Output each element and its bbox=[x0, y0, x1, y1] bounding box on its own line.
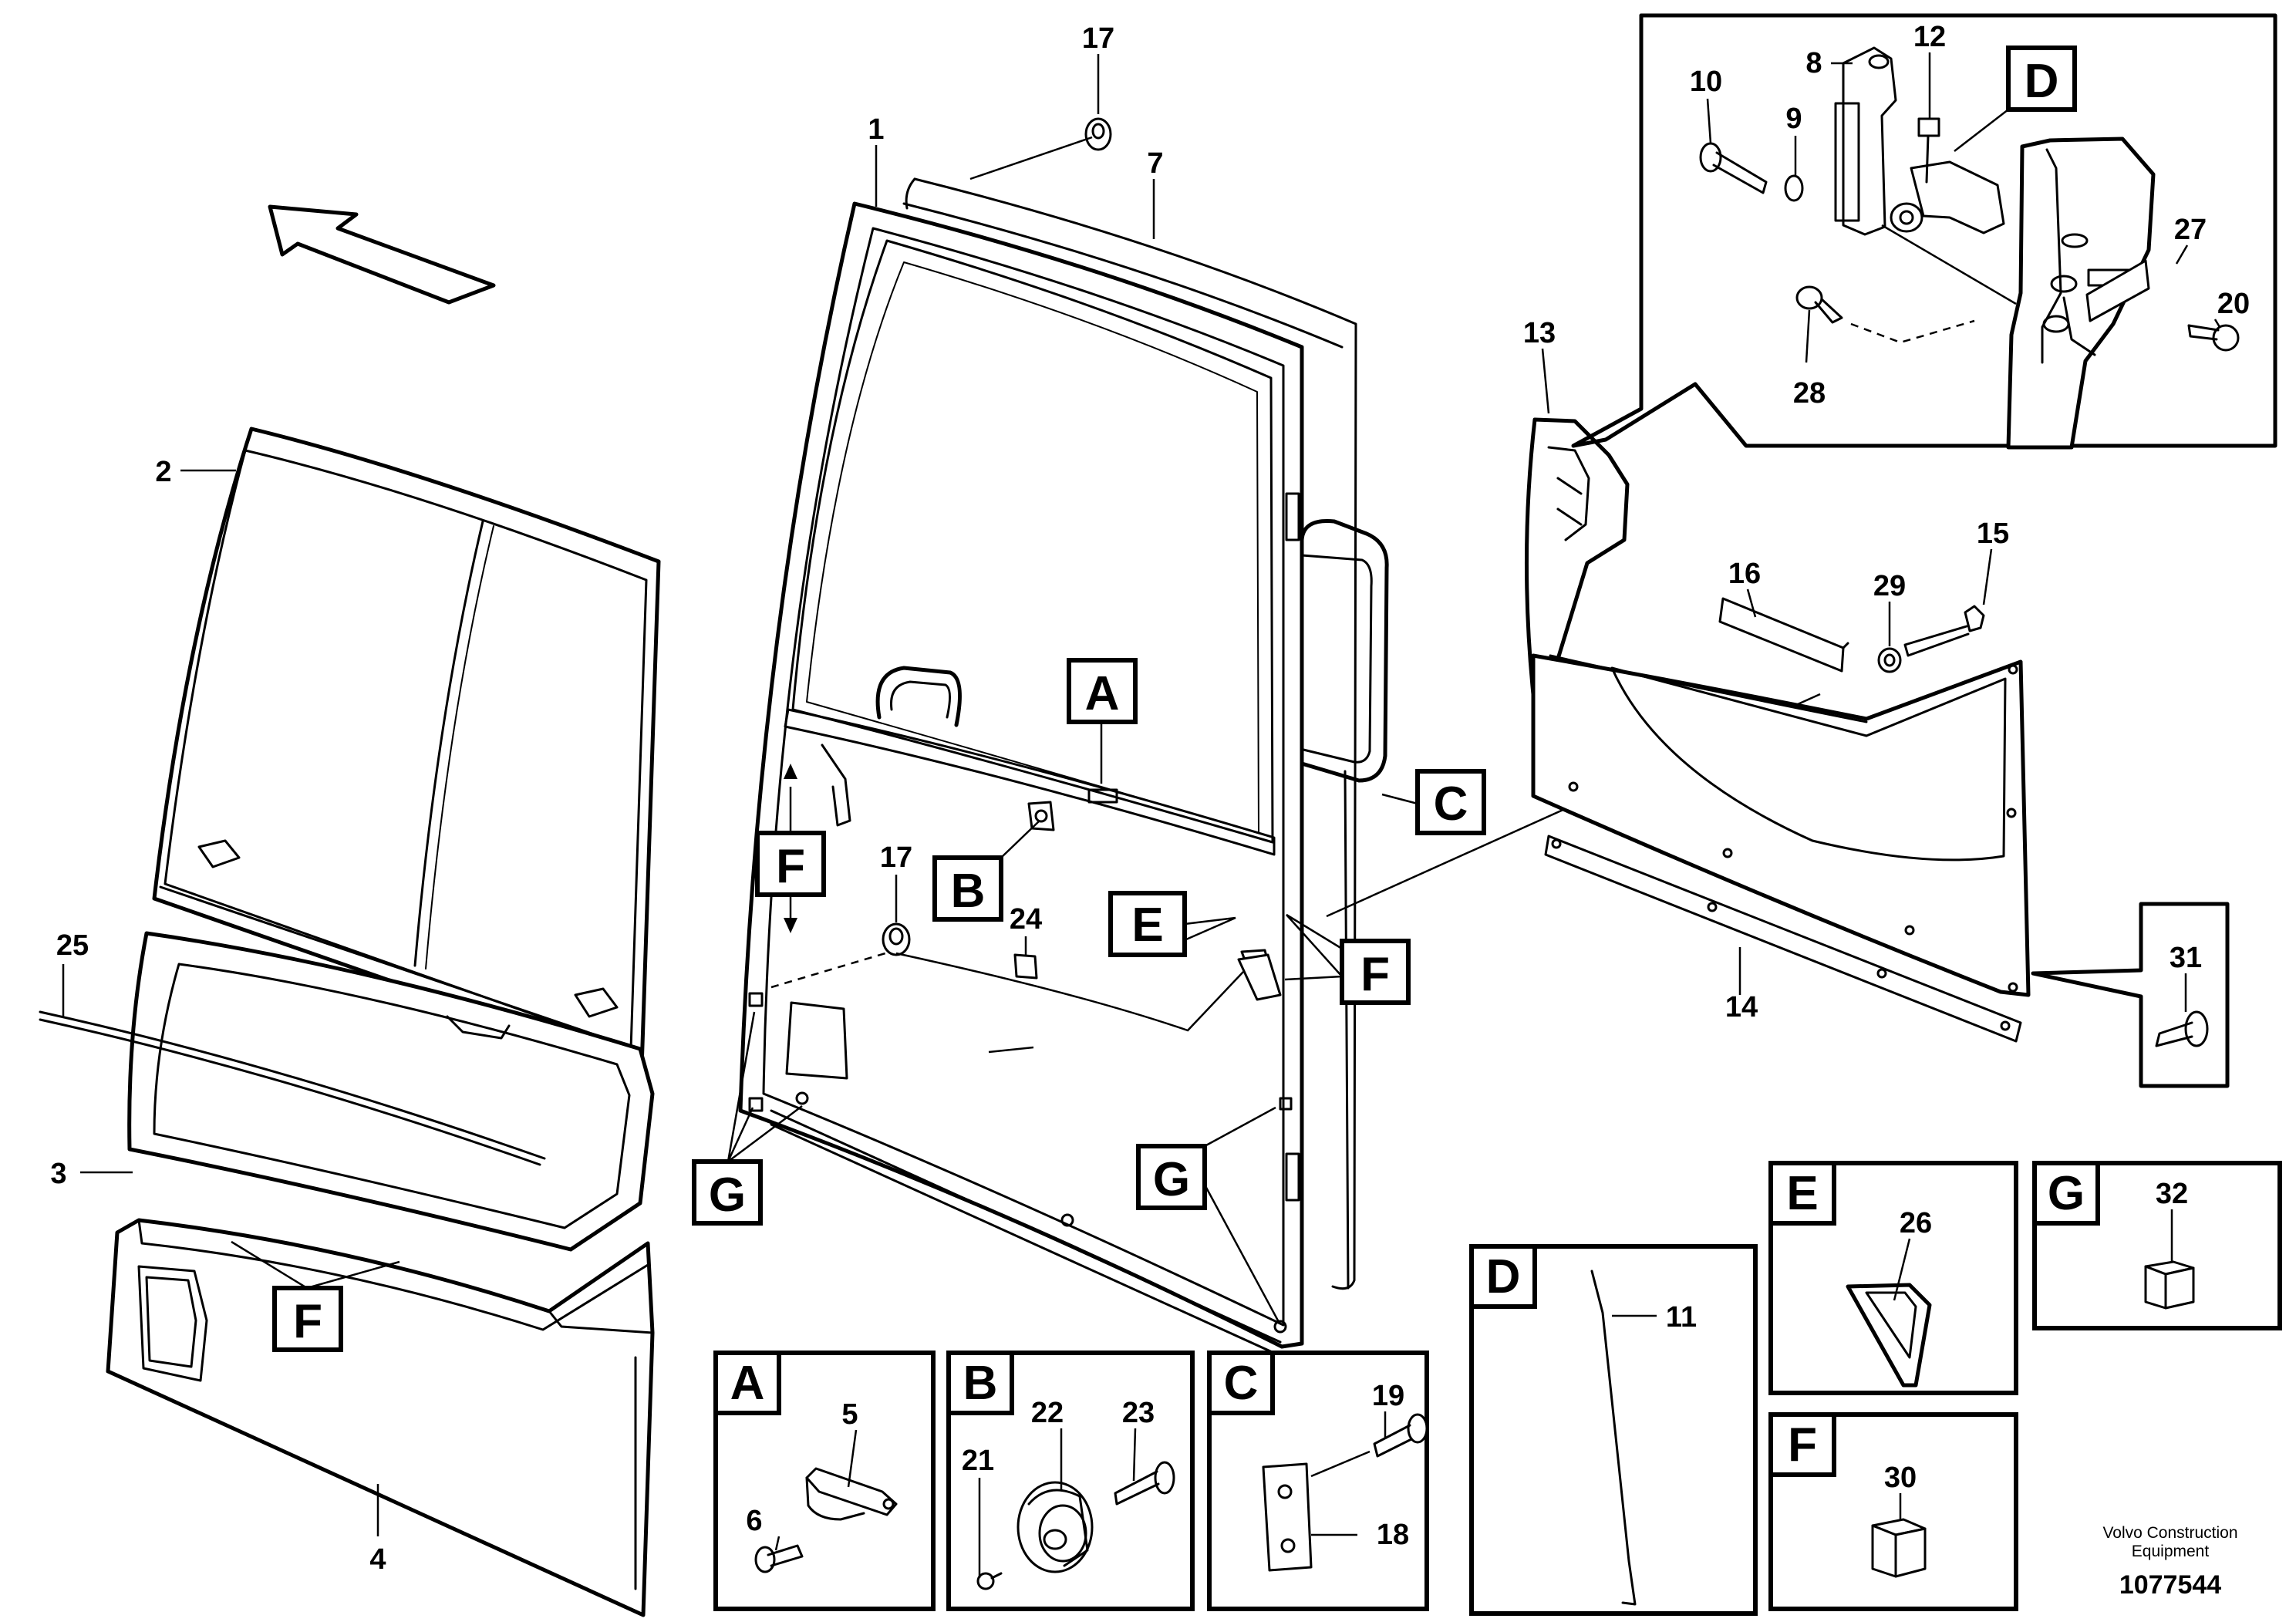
washer-part bbox=[1877, 647, 1902, 673]
part-number: 19 bbox=[1372, 1380, 1404, 1412]
part-number: 14 bbox=[1725, 991, 1758, 1023]
grommet-part bbox=[1084, 117, 1112, 151]
part-number: 9 bbox=[1785, 103, 1802, 135]
part-number: 6 bbox=[746, 1505, 762, 1537]
part-number: 23 bbox=[1122, 1397, 1155, 1429]
seal-strip-part bbox=[39, 1010, 546, 1166]
part-number: 8 bbox=[1805, 47, 1822, 79]
svg-text:B: B bbox=[951, 865, 986, 918]
svg-text:D: D bbox=[2025, 55, 2059, 108]
part-number: 26 bbox=[1900, 1207, 1932, 1239]
foam-strip-part bbox=[1718, 597, 1849, 673]
part-number: 4 bbox=[369, 1543, 386, 1576]
detail-d-zoom bbox=[1571, 13, 2277, 450]
part-number: 12 bbox=[1913, 21, 1946, 53]
callout-a: A bbox=[1067, 658, 1138, 784]
part-number: 10 bbox=[1690, 66, 1722, 98]
callout-b: B bbox=[932, 820, 1040, 922]
part-number: 21 bbox=[962, 1445, 994, 1477]
grommet-part bbox=[882, 922, 911, 956]
svg-text:F: F bbox=[1360, 948, 1390, 1001]
detail-box-b: B bbox=[946, 1351, 1195, 1611]
part-number: 22 bbox=[1031, 1397, 1064, 1429]
part-number: 20 bbox=[2217, 288, 2250, 320]
callout-c: C bbox=[1381, 769, 1486, 835]
svg-text:D: D bbox=[1486, 1250, 1521, 1303]
drawing-number: 1077544 bbox=[2119, 1570, 2221, 1600]
detail-box-g: G bbox=[2032, 1161, 2282, 1330]
outer-seal-part bbox=[902, 177, 1357, 1290]
outer-handle-part bbox=[1300, 519, 1389, 783]
part-number: 15 bbox=[1977, 518, 2009, 550]
part-number: 16 bbox=[1728, 558, 1761, 590]
svg-text:G: G bbox=[1153, 1153, 1190, 1206]
detail-box-e: E bbox=[1768, 1161, 2018, 1395]
svg-text:E: E bbox=[1786, 1167, 1818, 1220]
brand-line-2: Equipment bbox=[2132, 1543, 2210, 1560]
part-number-labels: 17 1 7 2 25 3 4 17 24 13 16 29 15 14 31 … bbox=[50, 21, 2250, 1576]
part-number: 30 bbox=[1884, 1462, 1917, 1494]
svg-text:F: F bbox=[776, 840, 805, 893]
svg-text:G: G bbox=[2048, 1167, 2085, 1220]
callout-d-label: D bbox=[1954, 46, 2077, 152]
lower-panel-part bbox=[127, 931, 655, 1252]
callout-g-left: G bbox=[692, 1011, 803, 1226]
door-frame-part bbox=[738, 201, 1304, 1356]
large-panel-part bbox=[1531, 653, 2031, 997]
svg-text:G: G bbox=[709, 1168, 746, 1222]
svg-text:E: E bbox=[1131, 899, 1163, 952]
svg-text:A: A bbox=[1085, 667, 1120, 720]
svg-text:C: C bbox=[1434, 777, 1468, 831]
part-number: 7 bbox=[1147, 147, 1163, 180]
brand-line-1: Volvo Construction bbox=[2102, 1524, 2237, 1542]
part-number: 32 bbox=[2156, 1178, 2188, 1210]
leader-lines bbox=[62, 52, 2221, 1578]
part-number: 25 bbox=[56, 929, 89, 962]
detail-box-f: F bbox=[1768, 1412, 2018, 1611]
part-number: 17 bbox=[880, 841, 912, 874]
screw-part bbox=[1903, 605, 1985, 657]
detail-box-c: C bbox=[1207, 1351, 1429, 1611]
detail-box-d: D bbox=[1469, 1244, 1758, 1616]
bottom-cover-part bbox=[106, 1218, 655, 1617]
svg-text:A: A bbox=[730, 1357, 765, 1410]
part-number: 1 bbox=[868, 113, 884, 146]
svg-text:F: F bbox=[1788, 1418, 1817, 1472]
detail-box-a: A bbox=[713, 1351, 936, 1611]
part-number: 31 bbox=[2170, 942, 2202, 974]
callout-g-right: G bbox=[1136, 1106, 1280, 1323]
svg-text:F: F bbox=[293, 1295, 322, 1348]
svg-text:B: B bbox=[963, 1357, 998, 1410]
footer: Volvo Construction Equipment 1077544 bbox=[2102, 1524, 2237, 1600]
part-number: 24 bbox=[1010, 903, 1042, 936]
part-number: 28 bbox=[1793, 377, 1826, 410]
part-number: 27 bbox=[2174, 214, 2207, 246]
callout-f-right: F bbox=[1284, 913, 1411, 1005]
part-number: 29 bbox=[1873, 570, 1906, 602]
callout-f-left: F bbox=[755, 764, 826, 933]
trim-strip-part bbox=[1544, 835, 2022, 1043]
part-number: 5 bbox=[841, 1398, 858, 1431]
callout-e: E bbox=[1108, 891, 1282, 1001]
inner-trim-part bbox=[1524, 417, 1630, 696]
forward-arrow-icon bbox=[268, 204, 496, 305]
part-number: 13 bbox=[1523, 317, 1556, 349]
part-number: 18 bbox=[1377, 1519, 1409, 1551]
part-number: 2 bbox=[155, 456, 171, 488]
callout-f-bottom: F bbox=[231, 1240, 400, 1352]
part-31-inset bbox=[2031, 902, 2230, 1088]
part-number: 17 bbox=[1082, 22, 1114, 55]
part-number: 11 bbox=[1666, 1301, 1697, 1334]
part-number: 3 bbox=[50, 1158, 66, 1190]
svg-text:C: C bbox=[1224, 1357, 1259, 1410]
